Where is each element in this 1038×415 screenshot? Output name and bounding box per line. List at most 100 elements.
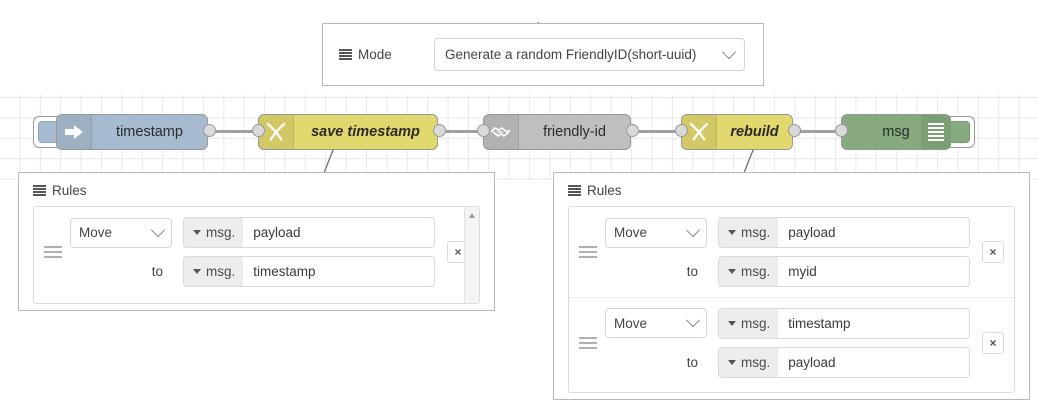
- rule-from-input[interactable]: msg. timestamp: [718, 307, 970, 339]
- rule-from-type-selector[interactable]: msg.: [184, 218, 244, 247]
- rule-from-type-selector[interactable]: msg.: [719, 218, 779, 247]
- rule-fields: Move msg. timestamp to: [605, 307, 970, 378]
- list-icon: [33, 184, 46, 197]
- rule-to-line: to msg. myid: [605, 256, 970, 287]
- node-save-input-port[interactable]: [252, 124, 265, 137]
- rule-row: Move msg. timestamp to: [569, 297, 1014, 387]
- node-rebuild-label: rebuild: [730, 124, 779, 140]
- node-friendly-id[interactable]: friendly-id: [483, 114, 631, 150]
- rule-from-line: Move msg. timestamp: [605, 307, 970, 339]
- rule-to-input[interactable]: msg. payload: [718, 346, 970, 378]
- change-swap-icon: [259, 115, 294, 149]
- rule-from-value: payload: [788, 225, 836, 240]
- rule-operation-value: Move: [79, 225, 113, 240]
- rules-left-list: Move msg. payload to: [33, 206, 480, 304]
- rule-to-label: to: [686, 264, 698, 279]
- rule-delete-button[interactable]: ×: [982, 241, 1004, 263]
- rule-to-prefix: msg.: [741, 354, 771, 370]
- caret-down-icon: [193, 269, 201, 274]
- rules-right-header: Rules: [568, 183, 1029, 198]
- rules-right-title: Rules: [587, 183, 622, 198]
- node-save-output-port[interactable]: [433, 124, 446, 137]
- rule-operation-select[interactable]: Move: [70, 217, 172, 248]
- rule-operation-select[interactable]: Move: [605, 308, 707, 338]
- rule-delete-button[interactable]: ×: [447, 241, 469, 263]
- wire-rebuild-to-debug: [795, 130, 845, 133]
- rule-from-prefix: msg.: [206, 225, 236, 240]
- rules-panel-rebuild: Rules Move msg. payload: [553, 172, 1030, 400]
- rule-fields: Move msg. payload to: [605, 217, 970, 287]
- rule-to-line: to msg. timestamp: [70, 256, 435, 287]
- caret-down-icon: [728, 320, 736, 326]
- rule-to-label: to: [686, 354, 698, 370]
- rule-to-prefix: msg.: [206, 264, 236, 279]
- node-friendly-label: friendly-id: [543, 124, 606, 140]
- node-change-save-timestamp[interactable]: save timestamp: [258, 114, 438, 150]
- rule-from-input[interactable]: msg. payload: [183, 217, 435, 248]
- rule-to-label: to: [151, 264, 163, 279]
- chevron-down-icon: [685, 222, 701, 237]
- drag-handle-icon[interactable]: [579, 336, 597, 350]
- rule-from-input[interactable]: msg. payload: [718, 217, 970, 248]
- node-rebuild-output-port[interactable]: [788, 124, 801, 137]
- node-debug-input-port[interactable]: [835, 124, 848, 137]
- rule-from-value: payload: [253, 225, 301, 240]
- node-inject-label: timestamp: [116, 124, 183, 140]
- list-icon: [339, 48, 352, 61]
- rule-operation-select[interactable]: Move: [605, 217, 707, 248]
- caret-down-icon: [728, 359, 736, 365]
- rule-operation-value: Move: [614, 315, 648, 331]
- mode-select[interactable]: Generate a random FriendlyID(short-uuid): [434, 38, 745, 71]
- wire-friendly-to-rebuild: [633, 130, 685, 133]
- rule-to-type-selector[interactable]: msg.: [184, 257, 244, 286]
- rule-to-value: myid: [788, 264, 817, 279]
- rule-to-input[interactable]: msg. timestamp: [183, 256, 435, 287]
- chevron-down-icon: [150, 222, 166, 237]
- node-friendly-input-port[interactable]: [477, 124, 490, 137]
- node-inject-output-port[interactable]: [203, 124, 216, 137]
- rule-row: Move msg. payload to: [34, 207, 479, 297]
- rule-delete-button[interactable]: ×: [982, 331, 1004, 354]
- drag-handle-icon[interactable]: [44, 245, 62, 259]
- handshake-icon: [484, 115, 519, 149]
- rule-to-type-selector[interactable]: msg.: [719, 257, 779, 286]
- rule-to-input[interactable]: msg. myid: [718, 256, 970, 287]
- rule-to-line: to msg. payload: [605, 346, 970, 378]
- drag-handle-icon[interactable]: [579, 245, 597, 259]
- caret-down-icon: [193, 230, 201, 235]
- scroll-up-arrow-icon[interactable]: [469, 213, 475, 218]
- rule-to-prefix: msg.: [741, 264, 771, 279]
- rule-from-value: timestamp: [788, 315, 851, 331]
- rule-to-type-selector[interactable]: msg.: [719, 347, 779, 377]
- chevron-down-icon: [721, 44, 737, 59]
- rule-from-line: Move msg. payload: [70, 217, 435, 248]
- caret-down-icon: [728, 230, 736, 235]
- rule-from-type-selector[interactable]: msg.: [719, 308, 779, 338]
- list-icon: [568, 184, 581, 197]
- wire-save-to-friendly: [440, 130, 488, 133]
- rule-row: Move msg. payload to: [569, 207, 1014, 297]
- debug-list-icon: [921, 115, 951, 149]
- mode-select-value: Generate a random FriendlyID(short-uuid): [445, 47, 697, 62]
- rules-right-list: Move msg. payload to: [568, 206, 1015, 393]
- rules-left-header: Rules: [33, 183, 494, 198]
- rule-from-line: Move msg. payload: [605, 217, 970, 248]
- chevron-down-icon: [685, 313, 701, 328]
- rules-panel-save-timestamp: Rules Move msg. payload: [18, 172, 495, 311]
- rules-left-scrollbar[interactable]: [464, 207, 479, 303]
- rule-to-value: payload: [788, 354, 836, 370]
- node-inject-timestamp[interactable]: timestamp: [56, 114, 208, 150]
- arrow-right-icon: [57, 115, 92, 149]
- rule-to-value: timestamp: [253, 264, 316, 279]
- node-friendly-output-port[interactable]: [626, 124, 639, 137]
- wire-inject-to-save: [210, 130, 264, 133]
- node-rebuild-input-port[interactable]: [675, 124, 688, 137]
- mode-panel: Mode Generate a random FriendlyID(short-…: [322, 23, 764, 86]
- mode-panel-label-group: Mode: [339, 47, 392, 62]
- rule-from-prefix: msg.: [741, 315, 771, 331]
- change-swap-icon: [682, 115, 717, 149]
- rules-left-title: Rules: [52, 183, 87, 198]
- caret-down-icon: [728, 269, 736, 274]
- rule-from-prefix: msg.: [741, 225, 771, 240]
- node-change-rebuild[interactable]: rebuild: [681, 114, 793, 150]
